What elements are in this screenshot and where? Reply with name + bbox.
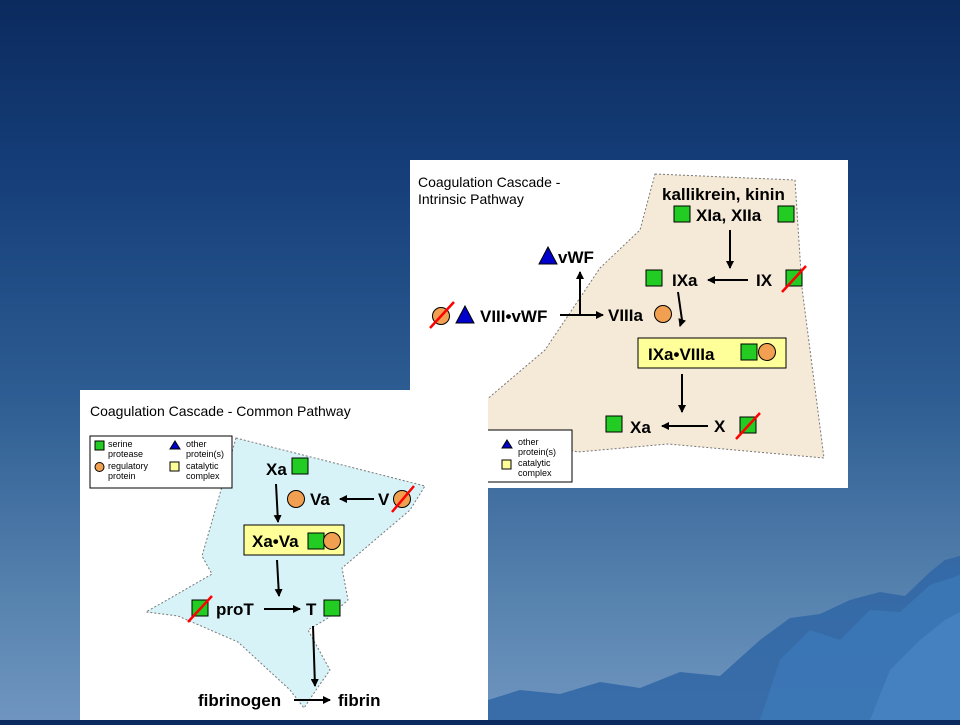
ixa-label: IXa	[672, 271, 698, 290]
legend-catalytic-complex-line1: catalytic	[518, 458, 551, 468]
xa-serine-protease-icon-common	[291, 457, 309, 475]
legend-serine-line1: serine	[108, 439, 133, 449]
legend-serine-line2: protease	[108, 449, 143, 459]
arrow-ixa-to-complex	[677, 291, 687, 327]
complex-serine-protease-icon	[740, 343, 758, 361]
common-legend-box	[89, 435, 233, 489]
xa-label: Xa	[630, 418, 651, 437]
viii-inhibit-slash	[429, 301, 455, 329]
legend-regulatory-line1: regulatory	[108, 461, 149, 471]
legend-catalytic-line1: catalytic	[186, 461, 219, 471]
intrinsic-title-line1: Coagulation Cascade -	[418, 174, 561, 190]
legend-other-protein-icon	[501, 439, 513, 449]
va-regulatory-protein-icon	[287, 490, 305, 508]
vwf-label: vWF	[558, 248, 594, 267]
t-label: T	[306, 600, 317, 619]
common-pathway-panel: Coagulation Cascade - Common Pathway ser…	[80, 390, 488, 720]
viii-vwf-label: VIII•vWF	[480, 307, 547, 326]
legend-other-protein-line2: protein(s)	[518, 447, 556, 457]
legend-catalytic-line2: complex	[186, 471, 220, 481]
arrow-complex-down-common	[274, 559, 283, 597]
ixa-serine-protease-icon	[645, 269, 663, 287]
xia-serine-protease-icon	[673, 205, 691, 223]
complex-serine-protease-icon-common	[307, 532, 325, 550]
legend-other-protein-icon-common	[169, 440, 181, 450]
fibrin-label: fibrin	[338, 691, 381, 710]
xa-label-common: Xa	[266, 460, 287, 479]
legend-catalytic-complex-line2: complex	[518, 468, 552, 478]
kallikrein-kinin-label: kallikrein, kinin	[662, 185, 785, 204]
xa-serine-protease-icon	[605, 415, 623, 433]
va-label: Va	[310, 490, 330, 509]
t-serine-protease-icon	[323, 599, 341, 617]
legend-regulatory-protein-icon	[94, 462, 105, 472]
prot-inhibit-slash	[187, 595, 213, 623]
v-label: V	[378, 490, 390, 509]
viiia-regulatory-protein-icon	[654, 305, 672, 323]
legend-serine-protease-icon	[94, 440, 105, 451]
arrow-xa-down	[273, 483, 282, 523]
legend-other-protein-line1: other	[518, 437, 539, 447]
xia-xiia-label: XIa, XIIa	[696, 206, 762, 225]
ix-inhibit-slash	[781, 265, 807, 293]
intrinsic-title-line2: Intrinsic Pathway	[418, 191, 524, 207]
xa-va-complex-label: Xa•Va	[252, 532, 299, 551]
xiia-serine-protease-icon	[777, 205, 795, 223]
legend-regulatory-line2: protein	[108, 471, 136, 481]
ixa-viiia-complex-label: IXa•VIIIa	[648, 345, 715, 364]
vwf-other-protein-icon	[538, 245, 558, 265]
viii-vwf-other-protein-icon	[455, 304, 475, 324]
common-title: Coagulation Cascade - Common Pathway	[90, 403, 351, 419]
fibrinogen-label: fibrinogen	[198, 691, 281, 710]
arrow-t-down	[310, 625, 319, 687]
viiia-label: VIIIa	[608, 306, 644, 325]
intrinsic-region	[464, 173, 825, 459]
complex-regulatory-protein-icon-common	[323, 532, 341, 550]
x-label: X	[714, 417, 726, 436]
legend-other-line2: protein(s)	[186, 449, 224, 459]
v-inhibit-slash	[391, 485, 415, 513]
intrinsic-pathway-panel: Coagulation Cascade - Intrinsic Pathway …	[410, 160, 848, 488]
legend-other-line1: other	[186, 439, 207, 449]
complex-regulatory-protein-icon	[758, 343, 776, 361]
x-inhibit-slash	[735, 412, 761, 440]
ix-label: IX	[756, 271, 773, 290]
prot-label: proT	[216, 600, 254, 619]
legend-catalytic-complex-icon-common	[169, 461, 180, 472]
legend-catalytic-complex-icon	[501, 459, 512, 470]
